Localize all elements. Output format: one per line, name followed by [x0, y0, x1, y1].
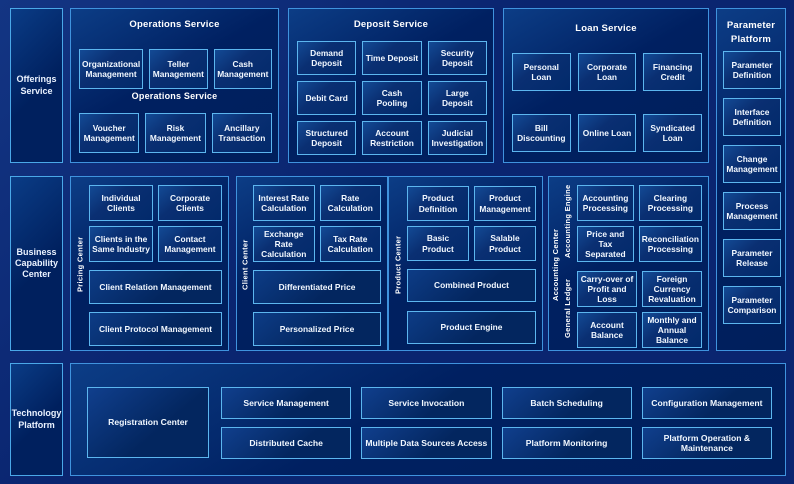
card-time-deposit[interactable]: Time Deposit [362, 41, 422, 75]
card-syndicated-loan[interactable]: Syndicated Loan [643, 114, 702, 152]
card-online-loan[interactable]: Online Loan [577, 114, 637, 152]
card-structured-deposit[interactable]: Structured Deposit [297, 121, 357, 155]
card-ancillary-transaction[interactable]: Ancillary Transaction [211, 113, 272, 153]
card-financing-credit[interactable]: Financing Credit [643, 53, 702, 91]
group-product-center[interactable]: Product Center Product Definition Produc… [388, 176, 543, 351]
card-risk-management[interactable]: Risk Management [145, 113, 206, 153]
card-client-protocol-management[interactable]: Client Protocol Management [89, 312, 222, 346]
card-distributed-cache[interactable]: Distributed Cache [221, 427, 352, 459]
card-combined-product[interactable]: Combined Product [407, 269, 536, 302]
card-bill-discounting[interactable]: Bill Discounting [512, 114, 571, 152]
card-cash-pooling[interactable]: Cash Pooling [362, 81, 422, 115]
card-judicial-investigation[interactable]: Judicial Investigation [427, 121, 487, 155]
card-platform-monitoring[interactable]: Platform Monitoring [501, 427, 632, 459]
card-batch-scheduling[interactable]: Batch Scheduling [501, 387, 632, 419]
card-process-management[interactable]: Process Management [723, 192, 781, 230]
group-product-center-label: Product Center [393, 235, 403, 294]
card-debit-card[interactable]: Debit Card [297, 81, 357, 115]
card-configuration-management[interactable]: Configuration Management [641, 387, 772, 419]
group-pricing-center[interactable]: Pricing Center Individual Clients Corpor… [70, 176, 229, 351]
card-corporate-clients[interactable]: Corporate Clients [158, 185, 222, 221]
card-organizational-management[interactable]: Organizational Management [79, 49, 144, 89]
card-large-deposit[interactable]: Large Deposit [427, 81, 487, 115]
rail-offerings-service[interactable]: Offerings Service [10, 8, 63, 163]
card-parameter-definition[interactable]: Parameter Definition [723, 51, 781, 89]
card-carry-over-of-profit-and-loss[interactable]: Carry-over of Profit and Loss [577, 271, 637, 307]
card-rate-calculation[interactable]: Rate Calculation [319, 185, 381, 221]
card-personal-loan[interactable]: Personal Loan [512, 53, 571, 91]
card-product-definition[interactable]: Product Definition [407, 186, 469, 221]
card-service-management[interactable]: Service Management [221, 387, 352, 419]
card-change-management[interactable]: Change Management [723, 145, 781, 183]
card-security-deposit[interactable]: Security Deposit [427, 41, 487, 75]
group-client-center-label: Client Center [240, 239, 250, 290]
group-loan-service-title: Loan Service [575, 23, 637, 34]
rail-business-capability-center[interactable]: Business Capability Center [10, 176, 63, 351]
card-product-management[interactable]: Product Management [474, 186, 536, 221]
card-salable-product[interactable]: Salable Product [474, 226, 536, 261]
group-parameter-platform[interactable]: Parameter Platform Parameter Definition … [716, 8, 786, 351]
card-monthly-and-annual-balance[interactable]: Monthly and Annual Balance [642, 312, 702, 348]
group-operations-service[interactable]: Operations Service Operations Service Or… [70, 8, 279, 163]
card-personalized-price[interactable]: Personalized Price [253, 312, 381, 346]
rail-offerings-service-label: Offerings Service [16, 74, 57, 96]
group-client-center[interactable]: Client Center Interest Rate Calculation … [236, 176, 388, 351]
group-parameter-platform-title: Parameter Platform [726, 20, 776, 45]
card-differentiated-price[interactable]: Differentiated Price [253, 270, 381, 304]
group-deposit-service-title: Deposit Service [353, 19, 429, 30]
group-technology-platform[interactable]: Registration Center Service Management S… [70, 363, 786, 476]
card-account-restriction[interactable]: Account Restriction [362, 121, 422, 155]
card-contact-management[interactable]: Contact Management [158, 226, 222, 262]
card-account-balance[interactable]: Account Balance [577, 312, 637, 348]
card-clients-in-the-same-industry[interactable]: Clients in the Same Industry [89, 226, 153, 262]
card-service-invocation[interactable]: Service Invocation [361, 387, 492, 419]
card-accounting-processing[interactable]: Accounting Processing [577, 185, 634, 221]
rail-technology-platform-label: Technology Platform [11, 408, 62, 430]
card-exchange-rate-calculation[interactable]: Exchange Rate Calculation [253, 226, 315, 262]
group-operations-service-title: Operations Service [129, 19, 220, 30]
card-interest-rate-calculation[interactable]: Interest Rate Calculation [253, 185, 315, 221]
card-client-relation-management[interactable]: Client Relation Management [89, 270, 222, 304]
group-accounting-engine-label: Accounting Engine [563, 184, 572, 258]
group-general-ledger-label: General Ledger [563, 278, 572, 338]
card-voucher-management[interactable]: Voucher Management [79, 113, 140, 153]
card-corporate-loan[interactable]: Corporate Loan [577, 53, 637, 91]
card-individual-clients[interactable]: Individual Clients [89, 185, 153, 221]
group-deposit-service[interactable]: Deposit Service Demand Deposit Time Depo… [288, 8, 494, 163]
group-loan-service[interactable]: Loan Service Personal Loan Corporate Loa… [503, 8, 709, 163]
group-accounting-center-label: Accounting Center [551, 228, 560, 301]
rail-technology-platform[interactable]: Technology Platform [10, 363, 63, 476]
card-interface-definition[interactable]: Interface Definition [723, 98, 781, 136]
card-teller-management[interactable]: Teller Management [149, 49, 208, 89]
group-pricing-center-label: Pricing Center [75, 236, 85, 293]
card-foreign-currency-revaluation[interactable]: Foreign Currency Revaluation [642, 271, 702, 307]
group-operations-service-subtitle: Operations Service [131, 91, 218, 101]
card-registration-center[interactable]: Registration Center [87, 387, 209, 458]
group-accounting-center[interactable]: Accounting Center Accounting Engine Gene… [548, 176, 709, 351]
card-clearing-processing[interactable]: Clearing Processing [638, 185, 702, 221]
card-parameter-comparison[interactable]: Parameter Comparison [723, 286, 781, 324]
rail-business-capability-center-label: Business Capability Center [14, 246, 58, 280]
card-tax-rate-calculation[interactable]: Tax Rate Calculation [319, 226, 381, 262]
card-reconciliation-processing[interactable]: Reconciliation Processing [638, 226, 702, 262]
card-product-engine[interactable]: Product Engine [407, 311, 536, 344]
card-multiple-data-sources-access[interactable]: Multiple Data Sources Access [361, 427, 492, 459]
card-platform-operation-maintenance[interactable]: Platform Operation & Maintenance [641, 427, 772, 459]
card-cash-management[interactable]: Cash Management [213, 49, 272, 89]
card-price-and-tax-separated[interactable]: Price and Tax Separated [577, 226, 634, 262]
card-basic-product[interactable]: Basic Product [407, 226, 469, 261]
card-parameter-release[interactable]: Parameter Release [723, 239, 781, 277]
card-demand-deposit[interactable]: Demand Deposit [297, 41, 357, 75]
